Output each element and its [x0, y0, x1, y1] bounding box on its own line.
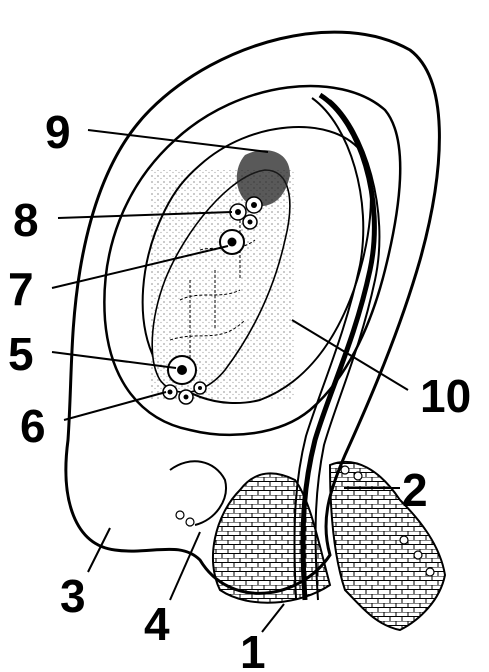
callout-4: 4 [144, 598, 170, 650]
micropyle [170, 461, 226, 526]
leader-line-10 [292, 320, 408, 390]
callout-9: 9 [45, 106, 71, 158]
callout-1: 1 [240, 626, 266, 672]
funiculus [213, 473, 330, 602]
callout-6: 6 [20, 400, 46, 452]
leader-line-6 [64, 392, 166, 420]
callout-8: 8 [13, 194, 39, 246]
central-nucleus [168, 356, 196, 384]
callout-5: 5 [8, 328, 34, 380]
callout-3: 3 [60, 570, 86, 622]
callout-2: 2 [402, 464, 428, 516]
leader-line-3 [88, 528, 110, 572]
callout-7: 7 [8, 263, 34, 315]
callout-10: 10 [420, 370, 471, 422]
leader-line-9 [88, 130, 268, 152]
leader-line-4 [170, 532, 200, 600]
polar-nucleus [220, 230, 244, 254]
